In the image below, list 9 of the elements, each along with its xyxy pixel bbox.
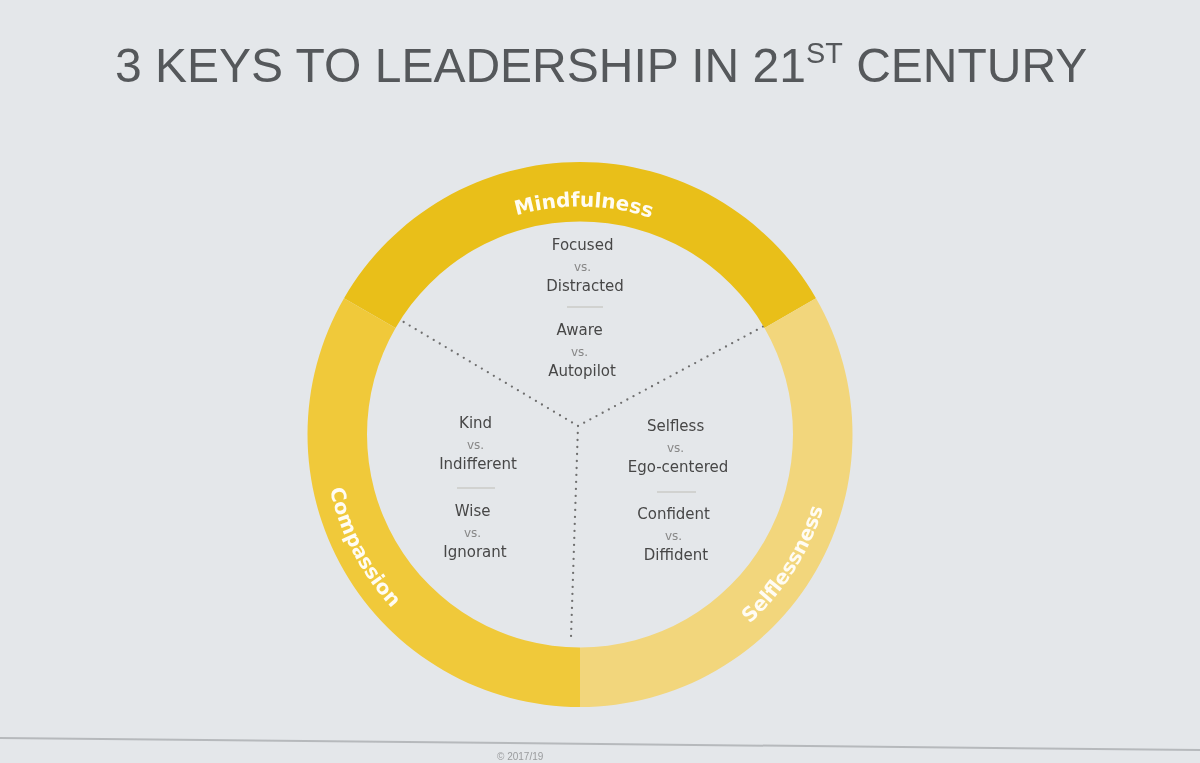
comparison-text: Selfless vs. Ego-centered xyxy=(627,417,729,476)
copyright-note: © 2017/19 xyxy=(497,751,544,763)
comparison-text: Aware vs. Autopilot xyxy=(548,321,616,380)
comparison-text: Confident vs. Diffident xyxy=(637,505,710,564)
comparison-text: Wise vs. Ignorant xyxy=(443,502,507,561)
segment-label: Mindfulness xyxy=(511,187,657,223)
slide-title: 3 KEYS TO LEADERSHIP IN 21$^{ST}$ CENTURY xyxy=(115,42,1088,90)
comparison-text: Focused vs. Distracted xyxy=(546,236,624,295)
comparison-text: Kind vs. Indifferent xyxy=(439,414,517,473)
